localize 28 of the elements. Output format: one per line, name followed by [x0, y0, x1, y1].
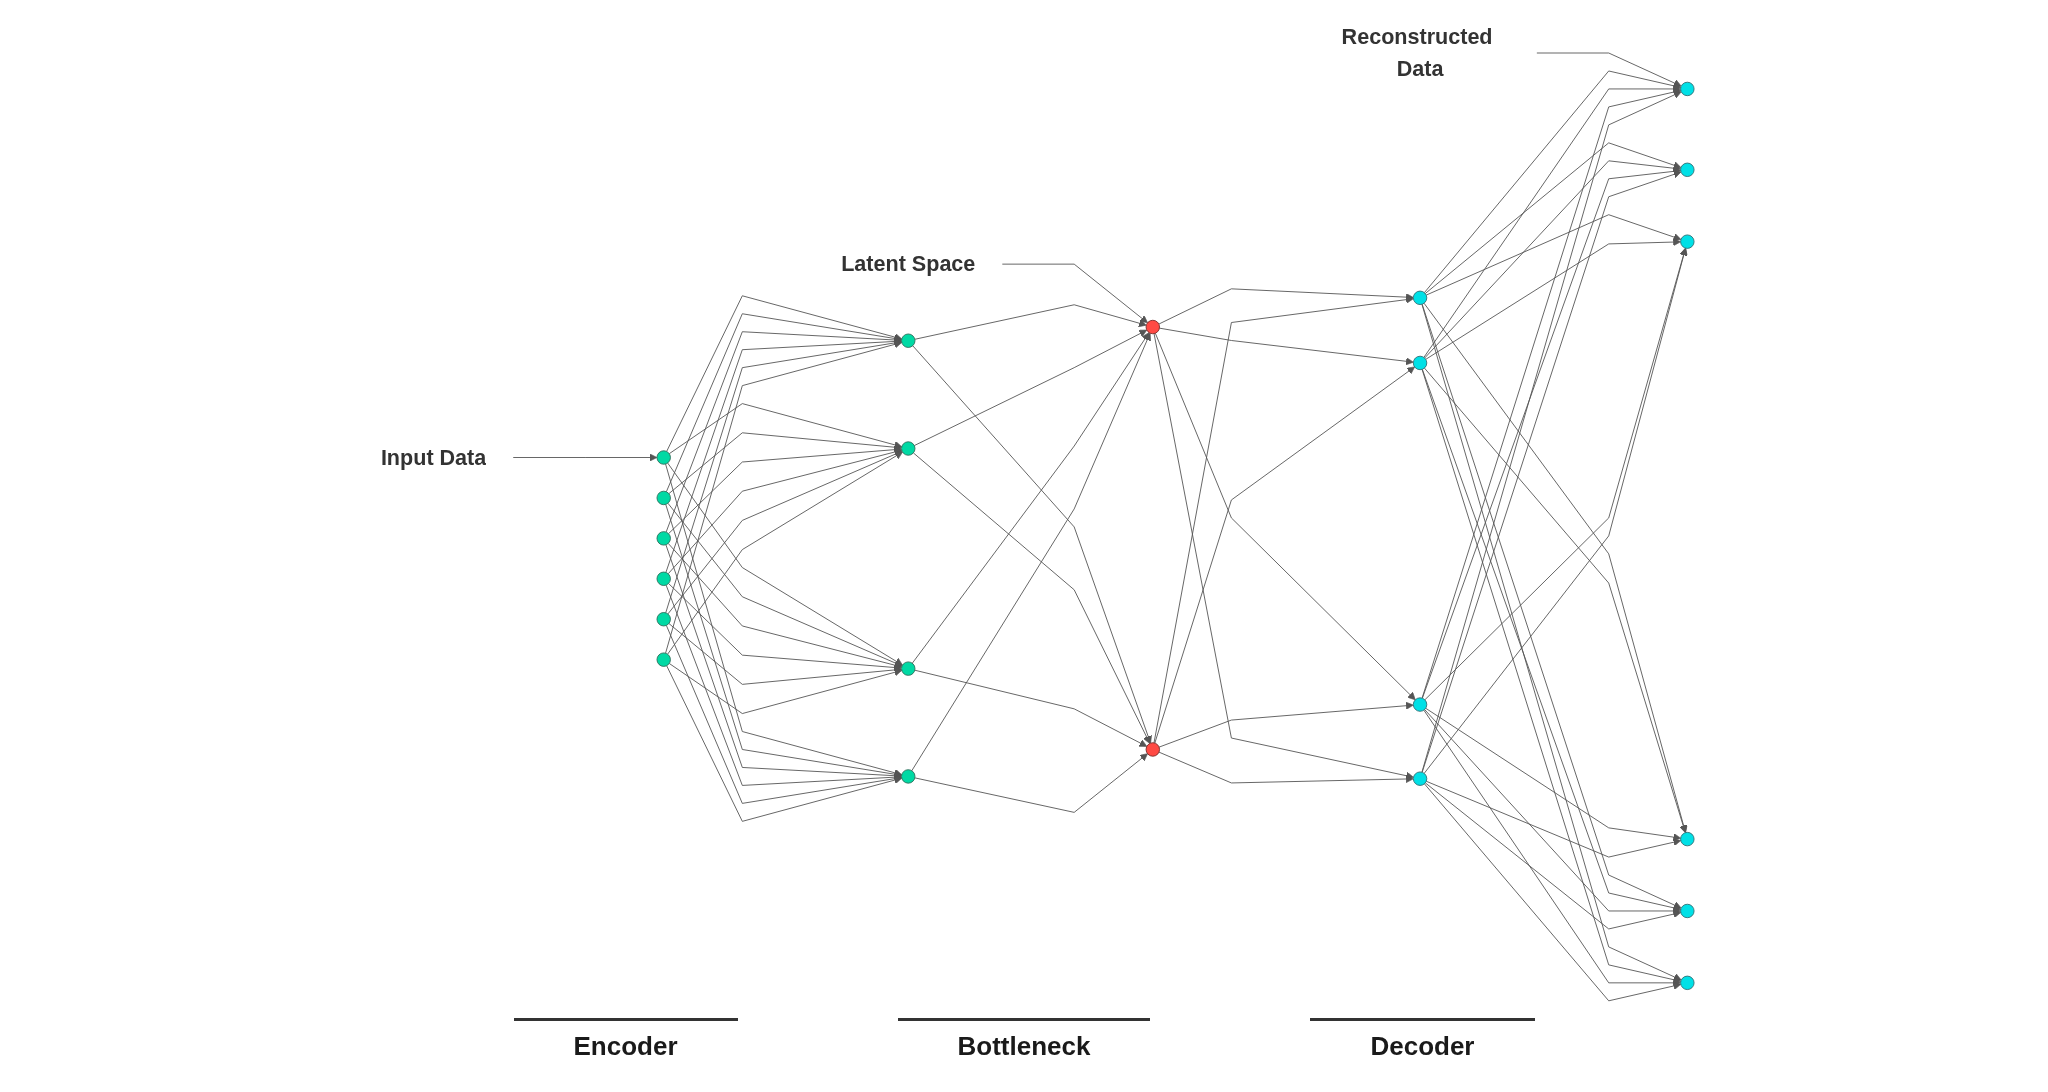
section-label: Decoder	[1310, 1018, 1535, 1062]
node-circle	[1680, 162, 1695, 177]
node-circle	[1680, 831, 1695, 847]
node-circle	[1412, 697, 1428, 712]
node-circle	[656, 612, 671, 627]
node-circle	[901, 769, 916, 784]
node-circle	[1412, 290, 1428, 305]
node-circle	[656, 531, 671, 546]
node-text: Latent Space	[841, 251, 976, 276]
node-text: Reconstructed Data	[1341, 24, 1493, 81]
node-circle	[901, 441, 916, 456]
node-circle	[1680, 903, 1695, 919]
node-circle	[656, 571, 671, 586]
node-circle	[1680, 975, 1695, 991]
section-label: Encoder	[513, 1018, 738, 1062]
node-circle	[1145, 742, 1160, 757]
node-circle	[901, 333, 916, 348]
node-circle	[656, 450, 671, 465]
node-circle	[1680, 81, 1695, 97]
section-label: Bottleneck	[897, 1018, 1151, 1062]
node-circle	[901, 661, 916, 676]
node-circle	[656, 652, 671, 667]
node-circle	[1680, 234, 1695, 249]
node-circle	[1145, 319, 1160, 335]
node-circle	[1412, 355, 1428, 371]
node-circle	[1412, 771, 1428, 786]
node-circle	[656, 490, 671, 506]
node-text: Input Data	[380, 444, 487, 470]
